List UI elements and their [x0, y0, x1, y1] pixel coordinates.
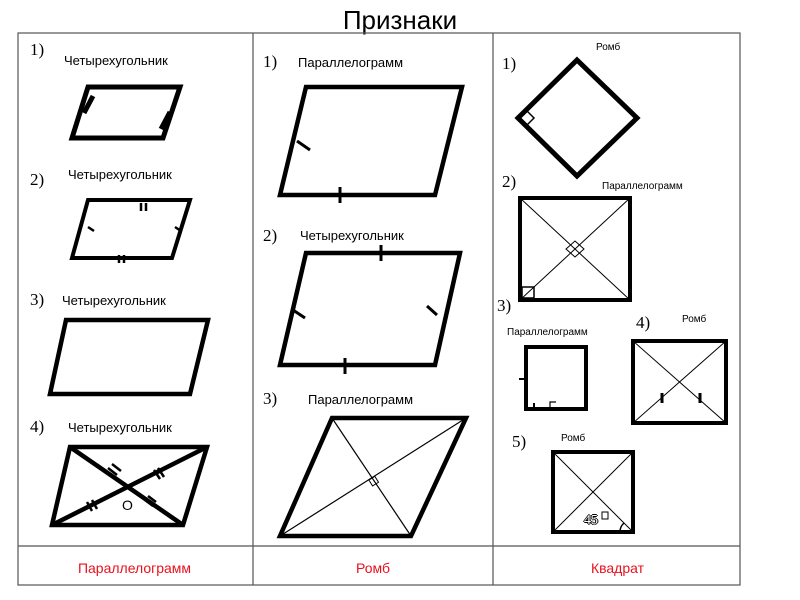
col3-item4-label: Ромб	[682, 314, 707, 325]
footer-parallelogram: Параллелограмм	[77, 560, 192, 576]
col1-item4-label: Четырехугольник	[68, 420, 172, 435]
col3-item1-label: Ромб	[596, 42, 621, 53]
col2-item2-number: 2)	[263, 226, 278, 245]
col3-fig4-square	[631, 339, 728, 425]
center-point-label: O	[122, 497, 133, 513]
col1-item4-number: 4)	[30, 417, 45, 436]
col2-item3-number: 3)	[263, 389, 278, 408]
col3-item3-label: Параллелограмм	[507, 327, 588, 338]
col3-item2-label: Параллелограмм	[602, 181, 683, 192]
col1-fig4-quadrilateral	[49, 444, 211, 528]
page-title: Признаки	[342, 5, 458, 35]
col2-item3-label: Параллелограмм	[308, 392, 414, 407]
col1-fig3-quadrilateral	[47, 317, 211, 397]
col1-fig2-quadrilateral	[69, 198, 193, 263]
col1-item2-label: Четырехугольник	[68, 167, 172, 182]
col1-item1-number: 1)	[30, 40, 45, 59]
footer-square: Квадрат	[590, 560, 645, 576]
footer-rhombus: Ромб	[356, 560, 390, 576]
col1-fig1-quadrilateral	[68, 84, 184, 141]
col3-item4-number: 4)	[636, 313, 651, 332]
table-grid	[17, 32, 741, 586]
angle-45-label: 45	[584, 513, 598, 528]
col2-item1-number: 1)	[263, 52, 278, 71]
col1-item1-label: Четырехугольник	[64, 53, 168, 68]
col3-fig1-square	[514, 56, 641, 180]
col3-item5-label: Ромб	[561, 433, 586, 444]
col1-item2-number: 2)	[30, 170, 45, 189]
col2-fig1-parallelogram	[277, 84, 465, 203]
col3-item2-number: 2)	[502, 172, 517, 191]
col3-fig3-square	[519, 345, 588, 411]
col3-fig5-square	[551, 450, 635, 534]
col2-item1-label: Параллелограмм	[298, 55, 404, 70]
col2-fig2-quadrilateral	[277, 245, 463, 374]
col3-item3-number: 3)	[497, 296, 512, 315]
col2-fig3-rhombus	[276, 415, 470, 539]
col1-item3-label: Четырехугольник	[62, 293, 166, 308]
col2-item2-label: Четырехугольник	[300, 228, 404, 243]
col1-item3-number: 3)	[30, 290, 45, 309]
col3-fig2-square	[518, 196, 632, 302]
col3-item5-number: 5)	[512, 432, 527, 451]
col3-item1-number: 1)	[502, 54, 517, 73]
